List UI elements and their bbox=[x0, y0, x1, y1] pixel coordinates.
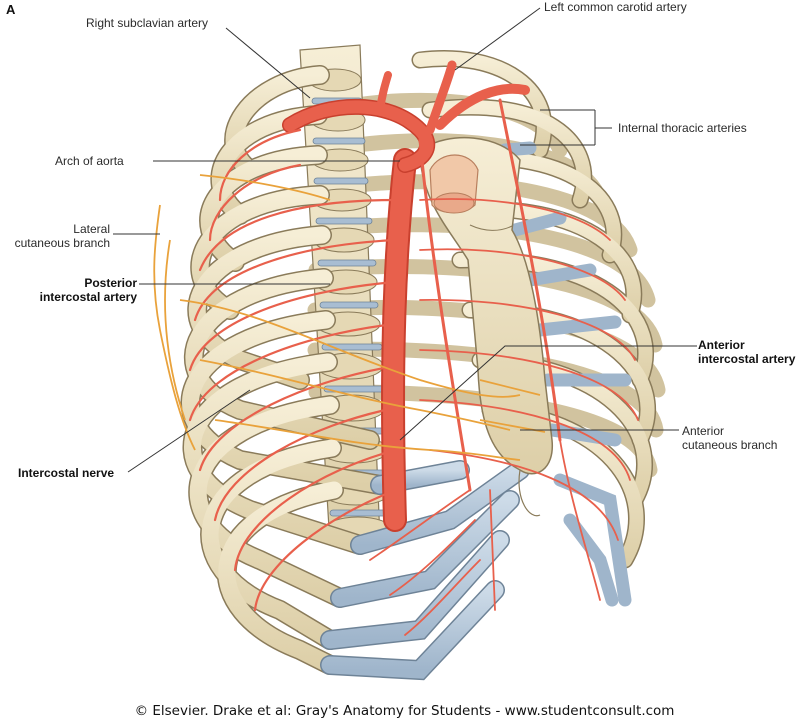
label-internal-thoracic-arteries: Internal thoracic arteries bbox=[618, 121, 747, 135]
label-posterior-intercostal-artery-line2: intercostal artery bbox=[39, 290, 137, 304]
arteries bbox=[188, 60, 639, 636]
label-left-common-carotid-artery: Left common carotid artery bbox=[544, 0, 687, 14]
label-anterior-intercostal-artery-line1: Anterior bbox=[698, 338, 745, 352]
leader-internal-thoracic bbox=[520, 109, 612, 146]
label-intercostal-nerve: Intercostal nerve bbox=[18, 466, 115, 480]
leader-right-subclavian bbox=[225, 27, 311, 99]
costal-cartilages bbox=[320, 460, 530, 681]
label-arch-of-aorta: Arch of aorta bbox=[55, 154, 124, 168]
label-anterior-cutaneous-branch-line1: Anterior bbox=[682, 424, 725, 438]
copyright-credit: © Elsevier. Drake et al: Gray's Anatomy … bbox=[134, 703, 675, 719]
leader-intercostal-nerve bbox=[127, 389, 251, 473]
label-right-subclavian-artery: Right subclavian artery bbox=[86, 16, 209, 30]
intercostal-nerves bbox=[153, 174, 546, 461]
clavicle-stub bbox=[429, 154, 479, 214]
label-anterior-cutaneous-branch-line2: cutaneous branch bbox=[682, 438, 778, 452]
leader-lines bbox=[113, 7, 697, 473]
ribs-near-side bbox=[180, 65, 390, 675]
label-posterior-intercostal-artery-line1: Posterior bbox=[84, 276, 137, 290]
label-anterior-intercostal-artery-line2: intercostal artery bbox=[698, 352, 796, 366]
label-lateral-cutaneous-branch-line1: Lateral bbox=[73, 222, 110, 236]
figure-letter: A bbox=[6, 2, 16, 17]
label-lateral-cutaneous-branch-line2: cutaneous branch bbox=[14, 236, 110, 250]
leader-anterior-intercostal bbox=[399, 345, 697, 441]
leader-left-carotid bbox=[454, 7, 541, 71]
